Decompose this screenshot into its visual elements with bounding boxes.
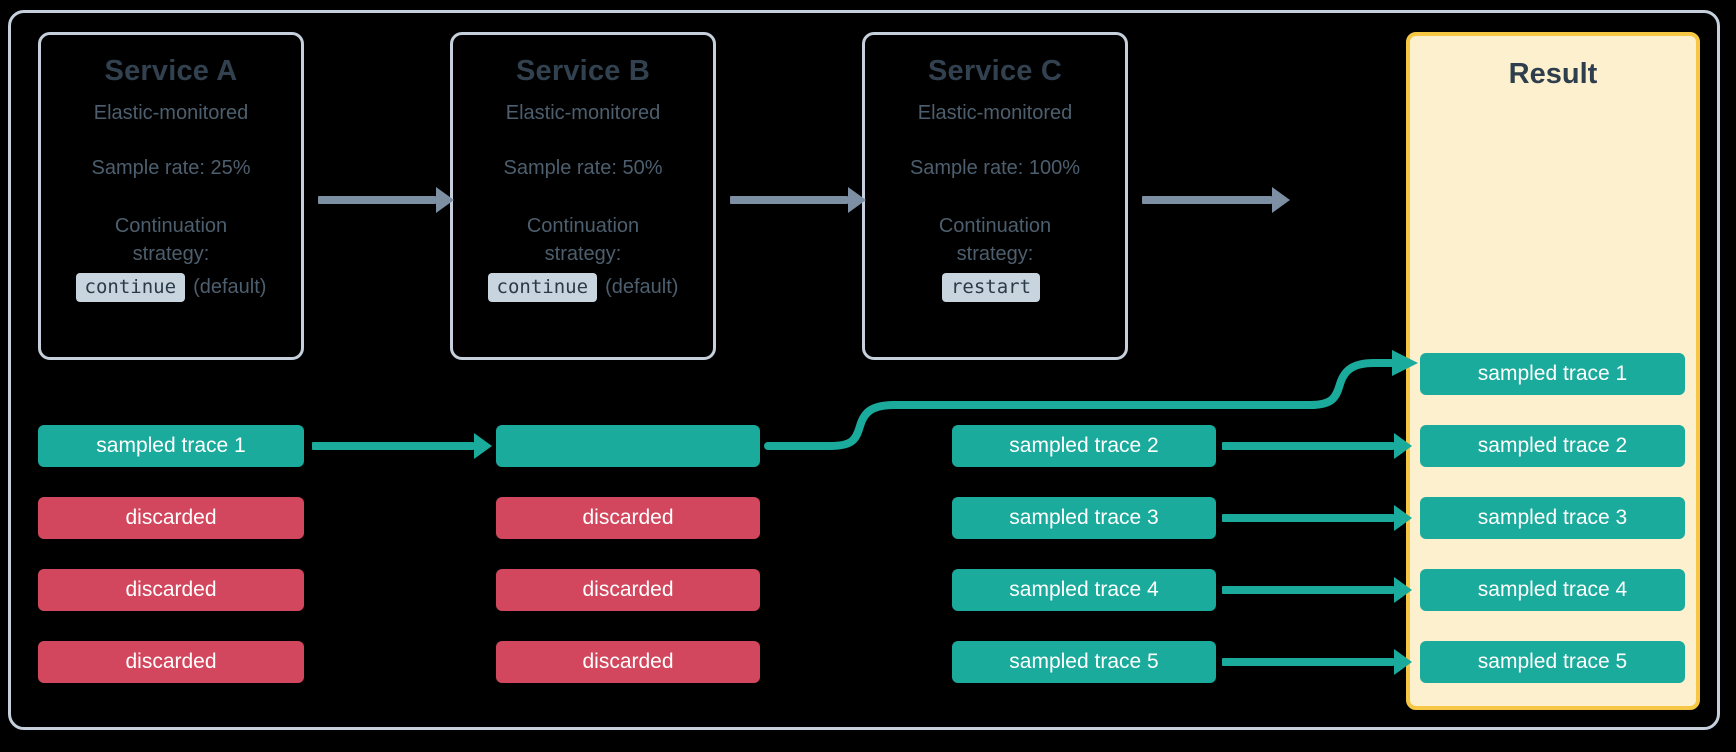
service-b-strategy-chip: continue	[487, 272, 598, 302]
trace-pill-a-1: sampled trace 1	[38, 425, 304, 467]
trace-pill-c-1: sampled trace 2	[952, 425, 1216, 467]
service-b-sample-rate: Sample rate: 50%	[503, 157, 663, 179]
trace-pill-a-3: discarded	[38, 569, 304, 611]
service-b-strategy-label: Continuation strategy:	[526, 215, 640, 266]
service-c-strategy-label: Continuation strategy:	[938, 215, 1052, 266]
trace-pill-b-4: discarded	[496, 641, 760, 683]
trace-pill-a-4: discarded	[38, 641, 304, 683]
trace-pill-c-3: sampled trace 4	[952, 569, 1216, 611]
result-trace-pill-3: sampled trace 3	[1420, 497, 1685, 539]
result-trace-pill-5: sampled trace 5	[1420, 641, 1685, 683]
service-c-title: Service C	[928, 55, 1062, 87]
service-card-b: Service B Elastic-monitored Sample rate:…	[450, 32, 716, 360]
service-b-strategy-row: continue (default)	[453, 272, 713, 302]
service-a-subtitle: Elastic-monitored	[93, 102, 249, 124]
service-b-title: Service B	[516, 55, 650, 87]
result-title: Result	[1508, 58, 1598, 90]
service-a-strategy-label: Continuation strategy:	[114, 215, 228, 266]
trace-pill-b-2: discarded	[496, 497, 760, 539]
service-a-strategy-row: continue (default)	[41, 272, 301, 302]
service-c-strategy-row: restart	[865, 272, 1125, 302]
trace-pill-b-3: discarded	[496, 569, 760, 611]
result-trace-pill-4: sampled trace 4	[1420, 569, 1685, 611]
trace-pill-a-2: discarded	[38, 497, 304, 539]
service-a-strategy-chip: continue	[75, 272, 186, 302]
service-a-strategy-note: (default)	[193, 275, 267, 298]
service-card-c: Service C Elastic-monitored Sample rate:…	[862, 32, 1128, 360]
service-card-a: Service A Elastic-monitored Sample rate:…	[38, 32, 304, 360]
trace-pill-c-2: sampled trace 3	[952, 497, 1216, 539]
service-a-title: Service A	[104, 55, 238, 87]
service-b-strategy-note: (default)	[605, 275, 679, 298]
trace-pill-c-4: sampled trace 5	[952, 641, 1216, 683]
diagram-outer-frame	[8, 10, 1720, 730]
trace-pill-b-1	[496, 425, 760, 467]
service-a-sample-rate: Sample rate: 25%	[91, 157, 251, 179]
result-trace-pill-2: sampled trace 2	[1420, 425, 1685, 467]
service-b-subtitle: Elastic-monitored	[505, 102, 661, 124]
service-c-subtitle: Elastic-monitored	[917, 102, 1073, 124]
service-c-strategy-chip: restart	[941, 272, 1041, 302]
result-trace-pill-1: sampled trace 1	[1420, 353, 1685, 395]
service-c-sample-rate: Sample rate: 100%	[909, 157, 1081, 179]
